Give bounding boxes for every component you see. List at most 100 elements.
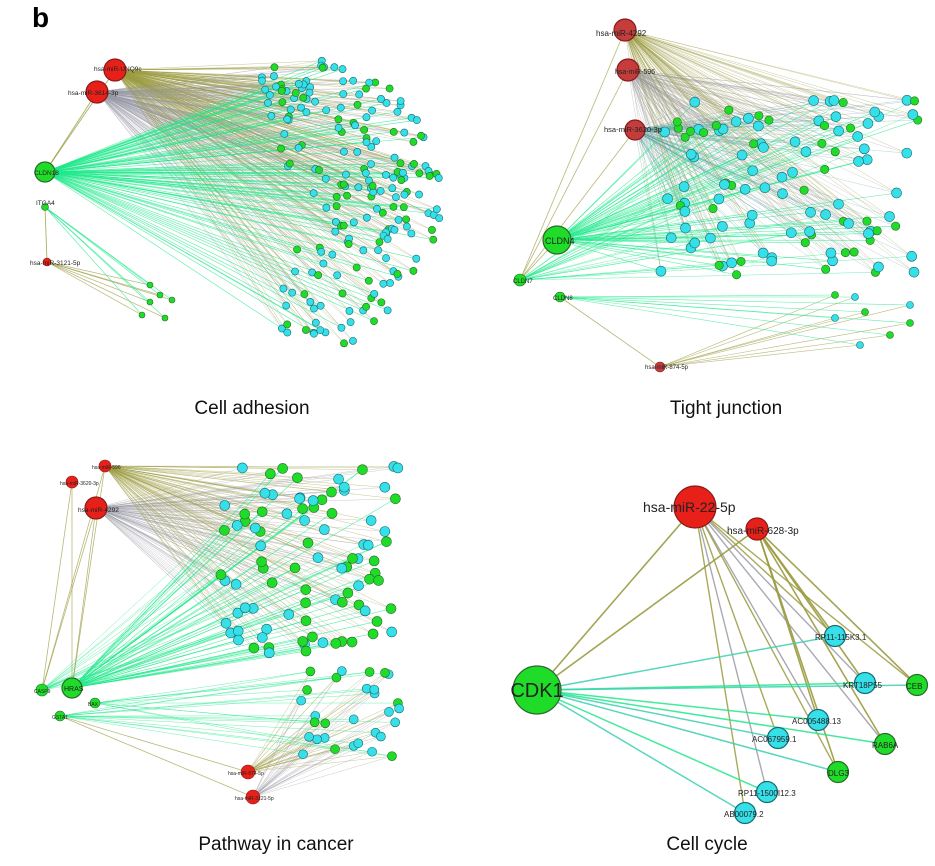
- network-edge: [627, 69, 753, 171]
- network-edge: [104, 465, 345, 491]
- target-node: [655, 265, 667, 277]
- network-edge: [634, 129, 865, 150]
- network-edge: [96, 91, 291, 110]
- target-node: [665, 232, 677, 244]
- network-edge: [627, 69, 868, 222]
- target-node: [717, 221, 728, 232]
- network-edge: [627, 69, 692, 155]
- mirna-label: hsa-miR-3614-3p: [68, 90, 119, 97]
- network-edge: [634, 129, 896, 227]
- network-edge: [104, 465, 267, 630]
- network-edge: [95, 498, 300, 509]
- target-node: [425, 172, 434, 180]
- network-edge: [624, 29, 714, 209]
- target-node: [336, 562, 348, 574]
- target-node: [361, 169, 370, 177]
- network-edge: [96, 91, 382, 303]
- caption-tight-junction: Tight junction: [669, 398, 783, 419]
- network-edge: [71, 507, 97, 689]
- target-node: [365, 515, 377, 526]
- target-node: [384, 707, 394, 717]
- target-node: [146, 298, 154, 306]
- network-edge: [96, 91, 315, 334]
- target-node: [375, 238, 384, 246]
- network-edge: [96, 91, 270, 96]
- hub-node: [61, 677, 83, 699]
- target-node: [390, 493, 401, 505]
- target-node: [359, 246, 368, 255]
- target-node: [339, 221, 348, 230]
- target-node: [333, 271, 342, 280]
- network-edge: [95, 466, 394, 509]
- network-edge: [71, 578, 370, 689]
- network-edge: [104, 465, 303, 509]
- target-node: [776, 171, 788, 183]
- target-node: [396, 159, 405, 168]
- network-edge: [104, 465, 360, 606]
- target-node: [843, 218, 854, 229]
- target-node: [359, 605, 371, 617]
- target-node: [680, 132, 690, 142]
- network-edge: [556, 227, 686, 241]
- target-node: [364, 667, 375, 677]
- target-node: [291, 267, 299, 276]
- network-edge: [556, 121, 678, 241]
- target-node: [316, 494, 328, 506]
- network-edge: [556, 130, 839, 241]
- target-node: [352, 263, 361, 272]
- network-edge: [44, 171, 399, 278]
- target-node: [312, 552, 324, 563]
- network-edge: [44, 171, 382, 303]
- network-edge: [95, 507, 374, 635]
- mirna-node: [65, 475, 79, 489]
- target-node: [828, 95, 840, 106]
- target-node: [789, 136, 801, 148]
- network-edge: [247, 732, 376, 773]
- target-node: [749, 139, 759, 149]
- network-edge: [114, 69, 288, 120]
- network-edge: [627, 69, 869, 124]
- network-edge: [559, 296, 891, 336]
- target-node: [316, 301, 325, 310]
- network-edge: [71, 589, 306, 689]
- target-node: [685, 149, 697, 160]
- target-node: [412, 254, 421, 263]
- target-node: [754, 111, 764, 121]
- target-node: [906, 319, 914, 327]
- network-edge: [44, 171, 388, 311]
- target-node: [409, 267, 418, 275]
- network-edge: [96, 91, 320, 171]
- target-node: [362, 302, 371, 311]
- network-edge: [627, 69, 833, 262]
- network-edge: [627, 69, 807, 152]
- mirna-node: [673, 485, 717, 529]
- network-edge: [96, 91, 372, 165]
- target-node: [353, 148, 362, 156]
- network-edge: [519, 189, 746, 281]
- target-node: [377, 94, 385, 103]
- network-edge: [96, 91, 296, 94]
- network-edge: [624, 29, 717, 126]
- target-node: [394, 215, 403, 224]
- target-node: [259, 487, 271, 499]
- target-node: [905, 673, 929, 697]
- network-edge: [556, 125, 759, 241]
- network-edge: [95, 507, 239, 632]
- target-node: [334, 115, 343, 124]
- network-edge: [95, 507, 392, 633]
- target-node: [397, 176, 406, 184]
- network-edge: [44, 171, 287, 306]
- network-edge: [634, 129, 727, 184]
- caption-cell-adhesion: Cell adhesion: [194, 398, 310, 419]
- network-edge: [252, 711, 390, 798]
- network-edge: [627, 69, 792, 233]
- target-node: [382, 99, 391, 107]
- network-edge: [627, 69, 825, 126]
- network-edge: [536, 684, 918, 691]
- network-edge: [624, 29, 685, 204]
- network-edge: [104, 465, 246, 522]
- network-edge: [114, 69, 407, 193]
- network-edge: [659, 344, 861, 368]
- network-edge: [104, 465, 263, 513]
- network-edge: [627, 69, 897, 194]
